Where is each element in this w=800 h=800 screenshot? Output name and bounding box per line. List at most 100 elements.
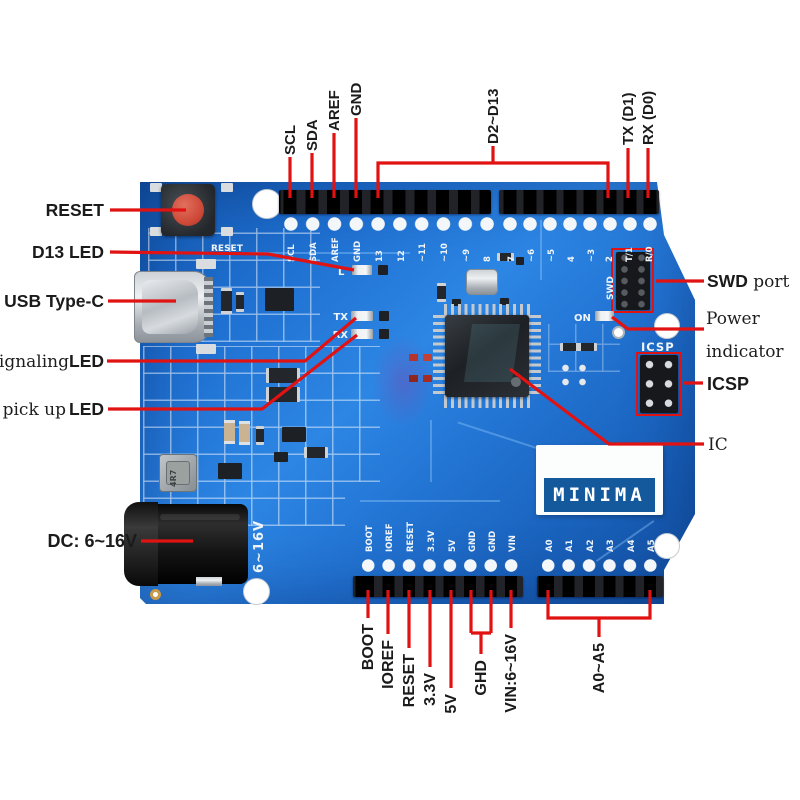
via-hole (612, 326, 625, 339)
label-reset-pin: RESET (401, 654, 418, 708)
solder-pad (196, 344, 216, 354)
ic-pins-top (444, 304, 530, 317)
smd-component (409, 354, 418, 361)
label-signaling-prefix: signaling (0, 352, 69, 372)
label-aref: AREF (326, 90, 343, 131)
label-icsp: ICSP (707, 374, 749, 394)
label-signaling-led: signalingLED (0, 351, 104, 372)
gold-via (150, 589, 161, 600)
smd-component (221, 288, 232, 314)
pcb-trace (430, 420, 432, 482)
tx-led (351, 311, 373, 321)
label-tx-d1: TX (D1) (620, 92, 637, 145)
label-d13-led: D13 LED (32, 242, 104, 262)
usb-c-pins (204, 277, 213, 337)
smd-component (423, 354, 432, 361)
power-led (595, 311, 614, 321)
regulator-ic (218, 463, 242, 479)
label-d2-d13: D2~D13 (485, 89, 502, 144)
ic-sheen (463, 324, 521, 382)
reset-button-cap (172, 194, 204, 226)
label-3v3: 3.3V (422, 673, 439, 706)
label-a0-a5: A0~A5 (591, 643, 608, 693)
icsp-highlight-box (636, 352, 682, 416)
power-header (353, 576, 523, 597)
smd-component (437, 283, 446, 302)
label-5v: 5V (443, 694, 460, 714)
label-scl: SCL (282, 125, 299, 155)
pad-grid (557, 361, 591, 389)
smd-component (256, 426, 264, 445)
swd-header (616, 252, 650, 310)
solder-pad (221, 227, 233, 236)
through-holes (541, 558, 663, 573)
label-gnd: GND (348, 83, 365, 117)
mounting-hole (252, 189, 282, 219)
through-holes (280, 216, 497, 232)
label-pickup-suffix: LED (69, 399, 104, 419)
ic-pins-left (433, 315, 446, 397)
capacitor (500, 298, 509, 305)
smd-component (236, 292, 244, 312)
label-sda: SDA (304, 119, 321, 151)
smd-component (266, 368, 300, 383)
label-ioref: IOREF (380, 640, 397, 689)
through-holes (361, 558, 521, 573)
capacitor (239, 421, 250, 445)
label-boot: BOOT (360, 624, 377, 670)
smd-component (304, 447, 328, 458)
label-pickup-prefix: pick up (3, 400, 66, 420)
solder-pad (196, 259, 216, 269)
crystal-oscillator (466, 269, 498, 295)
jack-highlight (160, 514, 240, 520)
power-inductor-core (166, 461, 190, 485)
digital-header-right (499, 190, 659, 214)
barrel-jack-front (124, 502, 158, 586)
label-ic: IC (708, 435, 728, 455)
analog-header (537, 576, 663, 597)
d13-led (352, 265, 372, 275)
resistor (379, 311, 389, 321)
pcb-trace (250, 252, 410, 254)
smd-component (578, 343, 597, 351)
label-vin: VIN:6~16V (503, 634, 520, 713)
usb-c-shell-face (142, 280, 198, 334)
solder-pad (150, 183, 162, 192)
ic-pins-right (528, 315, 541, 397)
mounting-hole (654, 533, 680, 559)
label-ghd: GHD (473, 660, 490, 696)
label-reset: RESET (46, 200, 105, 220)
pcb-trace (540, 220, 542, 280)
capacitor (452, 299, 461, 306)
digital-header-left (279, 190, 491, 214)
label-signaling-suffix: LED (69, 351, 104, 371)
minima-label: MINIMA (544, 478, 655, 512)
barrel-jack (148, 504, 248, 584)
label-usb-type-c: USB Type-C (4, 291, 104, 311)
resistor (378, 265, 388, 275)
mounting-hole (654, 313, 680, 339)
smd-component (423, 375, 432, 382)
smd-component (266, 387, 300, 402)
label-swd-port: SWD port (707, 271, 789, 292)
smd-component (497, 253, 514, 261)
label-rx-d0: RX (D0) (640, 91, 657, 145)
solder-pad (221, 183, 233, 192)
smd-component (560, 343, 579, 351)
capacitor (224, 420, 235, 444)
mounting-hole (243, 578, 270, 605)
solder-pad (150, 227, 162, 236)
label-indicator: indicator (706, 342, 784, 362)
ic-pins-bottom (444, 395, 530, 408)
rx-led (351, 329, 373, 339)
label-power: Power (706, 309, 761, 329)
label-swd-bold: SWD (707, 271, 748, 291)
label-swd-rest: port (748, 272, 790, 292)
smd-component (282, 427, 306, 442)
smd-component (265, 288, 294, 311)
pcb-trace (360, 500, 500, 502)
smd-component (274, 452, 288, 462)
smd-component (409, 375, 418, 382)
